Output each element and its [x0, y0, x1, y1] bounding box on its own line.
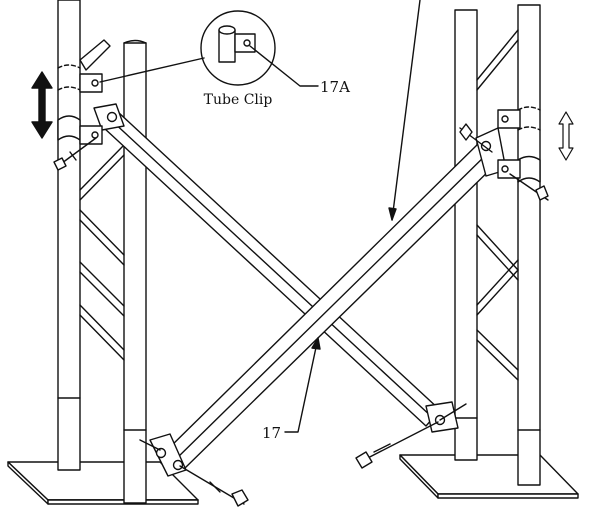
part-label-17a: 17A — [320, 78, 350, 96]
tube-clip-left — [79, 73, 103, 145]
brace-left-to-right — [93, 103, 459, 433]
right-outer-post — [517, 4, 541, 486]
right-tower — [454, 4, 541, 486]
double-arrow-outline-icon — [558, 111, 574, 161]
left-outer-post — [57, 0, 81, 471]
part-label-17: 17 — [262, 424, 281, 442]
double-arrow-solid-icon — [31, 71, 53, 139]
bolt-right-upper — [459, 123, 549, 201]
bolt-right-lower — [355, 403, 467, 469]
callout-title: Tube Clip — [204, 92, 273, 108]
tube-clip-callout — [99, 10, 319, 87]
tube-clip-right — [497, 109, 521, 179]
left-base-plate — [7, 461, 199, 505]
right-inner-post — [454, 9, 478, 461]
left-inner-post — [123, 42, 147, 504]
right-base-plate — [399, 454, 579, 499]
bolt-left-upper — [53, 137, 97, 171]
bolt-left-lower — [139, 439, 249, 507]
leader-lines — [284, 0, 421, 433]
